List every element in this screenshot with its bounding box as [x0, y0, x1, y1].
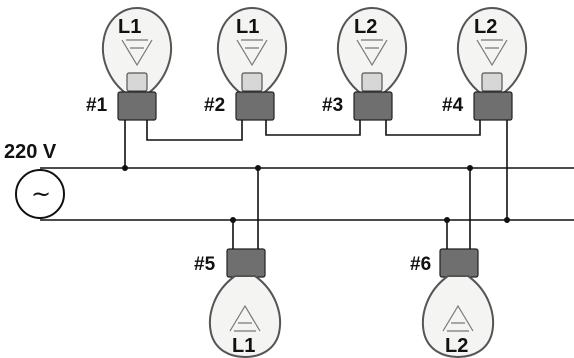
junction-node-4	[230, 217, 236, 223]
junction-node-5	[444, 217, 450, 223]
bulb-5-glass	[208, 275, 282, 358]
socket-2	[235, 91, 275, 121]
socket-4	[473, 91, 513, 121]
bulb-3-base	[361, 72, 383, 92]
bulb-4-label: L2	[474, 16, 497, 38]
bulb-2-filament	[236, 39, 268, 67]
socket-1-label: #1	[86, 95, 108, 116]
socket-6	[439, 248, 479, 278]
ac-source-icon	[15, 169, 65, 219]
bulb-assembly-1: L1 #1	[86, 6, 173, 121]
junction-node-3	[467, 165, 473, 171]
bulb-5-filament	[229, 304, 261, 332]
bulb-assembly-6: #6 L2	[410, 248, 495, 358]
bulb-4-filament	[476, 39, 508, 67]
socket-3	[353, 91, 393, 121]
socket-6-label: #6	[410, 254, 431, 275]
bulb-6-label: L2	[445, 335, 468, 357]
bulb-2-base	[241, 72, 263, 92]
bulb-1-glass	[101, 6, 173, 96]
voltage-source: ~ 220 V	[4, 141, 65, 219]
bulb-3-label: L2	[354, 16, 377, 38]
socket-1	[117, 91, 157, 121]
bulb-assembly-2: L1 #2	[204, 6, 288, 121]
source-voltage-label: 220 V	[4, 141, 57, 163]
wire-1-to-2	[146, 120, 243, 141]
bulb-5-label: L1	[232, 335, 255, 357]
socket-3-label: #3	[322, 95, 343, 116]
bulb-1-filament	[121, 39, 153, 67]
bulb-4-base	[481, 72, 503, 92]
bulb-1-label: L1	[118, 16, 141, 38]
bulb-assembly-5: #5 L1	[194, 248, 282, 358]
socket-4-label: #4	[442, 95, 464, 116]
wire-2-to-3	[265, 120, 361, 136]
socket-5	[226, 248, 266, 278]
ac-symbol: ~	[31, 180, 51, 208]
junction-node-6	[504, 217, 510, 223]
bulb-6-filament	[442, 304, 474, 332]
socket-5-label: #5	[194, 254, 216, 275]
bulb-1-base	[126, 72, 148, 92]
bulb-6-glass	[421, 275, 495, 358]
bulb-2-label: L1	[236, 16, 259, 38]
socket-2-label: #2	[204, 95, 225, 116]
wire-3-to-4	[385, 120, 481, 136]
bulb-assembly-4: L2 #4	[442, 6, 528, 121]
junction-node-1	[122, 165, 128, 171]
bulb-3-filament	[356, 39, 388, 67]
bulb-assembly-3: L2 #3	[322, 6, 408, 121]
bulb-2-glass	[216, 6, 288, 96]
junction-node-2	[255, 165, 261, 171]
bulb-3-glass	[336, 6, 408, 96]
bulb-4-glass	[456, 6, 528, 96]
